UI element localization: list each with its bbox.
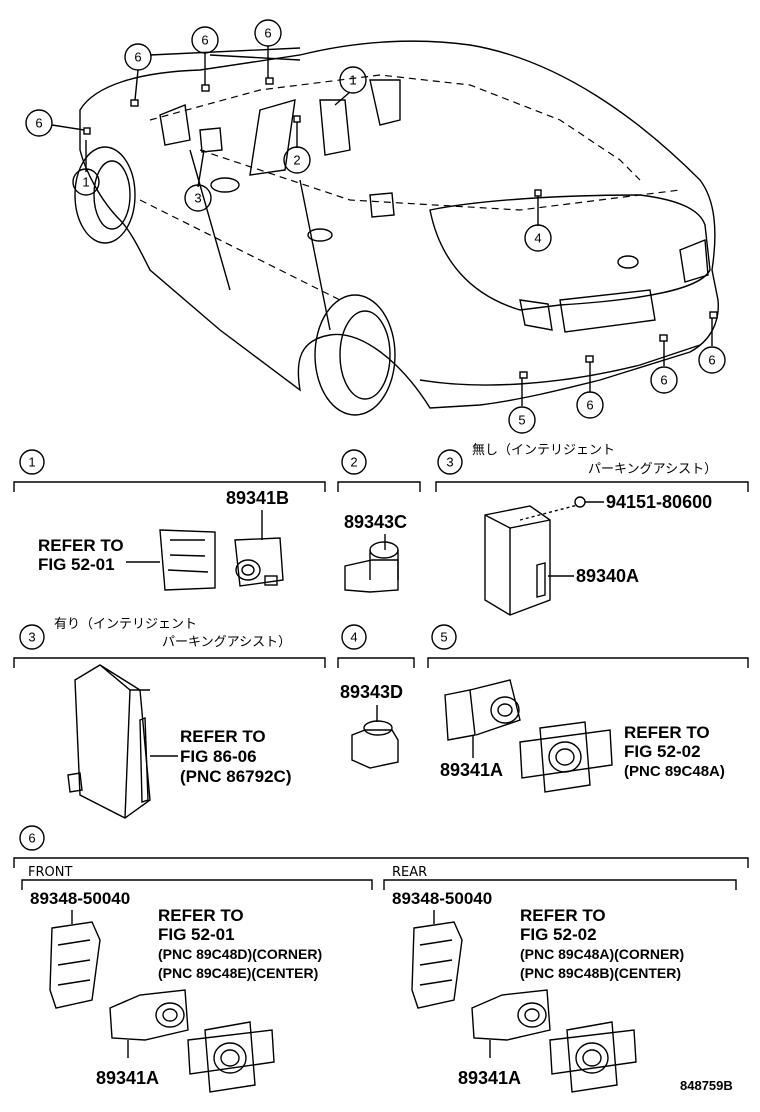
section-3b-number: 3 bbox=[28, 630, 35, 645]
section-5-number: 5 bbox=[440, 630, 447, 645]
s6-rear-refer-line4: (PNC 89C48B)(CENTER) bbox=[520, 965, 681, 981]
s6-front-refer-line4: (PNC 89C48E)(CENTER) bbox=[158, 965, 318, 981]
callout-circle bbox=[124, 43, 152, 71]
car-callouts: 6 6 6 6 1 1 2 3 4 6 6 6 5 6 bbox=[25, 19, 726, 434]
callout-6: 6 bbox=[586, 398, 593, 413]
s3b-jp-line2: パーキングアシスト） bbox=[162, 635, 291, 650]
s3a-jp-line2: パーキングアシスト） bbox=[588, 462, 717, 477]
callout-5: 5 bbox=[518, 413, 525, 428]
s3b-refer-line2: FIG 86-06 bbox=[180, 747, 257, 766]
callout-6: 6 bbox=[35, 116, 42, 131]
car-illustration bbox=[51, 40, 719, 416]
s2-part-number: 89343C bbox=[344, 512, 407, 532]
s3b-refer-line1: REFER TO bbox=[180, 727, 266, 746]
section-3a: 3 無し（インテリジェント パーキングアシスト） 94151-80600 893… bbox=[435, 443, 749, 616]
s6-front-refer-line1: REFER TO bbox=[158, 906, 244, 925]
callout-1: 1 bbox=[349, 73, 356, 88]
section-6: 6 FRONT 89348-50040 89341A REFER TO FIG … bbox=[13, 825, 749, 1093]
s6-rear-refer-line2: FIG 52-02 bbox=[520, 925, 597, 944]
callout-6: 6 bbox=[660, 373, 667, 388]
callout-6: 6 bbox=[708, 353, 715, 368]
callout-6: 6 bbox=[134, 50, 141, 65]
s6-rear-part-top: 89348-50040 bbox=[392, 889, 492, 908]
callout-6: 6 bbox=[264, 26, 271, 41]
section-5: 5 89341A REFER TO FIG 52-02 (PNC 89C48A) bbox=[427, 624, 749, 793]
s1-refer-line2: FIG 52-01 bbox=[38, 555, 115, 574]
section-1: 1 REFER TO FIG 52-01 89341B bbox=[13, 449, 326, 591]
s3a-part-number: 89340A bbox=[576, 566, 639, 586]
s1-part-number: 89341B bbox=[226, 488, 289, 508]
section-3a-number: 3 bbox=[446, 455, 453, 470]
s6-front-part-top: 89348-50040 bbox=[30, 889, 130, 908]
section-2: 2 89343C bbox=[337, 449, 421, 593]
s5-refer-line1: REFER TO bbox=[624, 723, 710, 742]
s5-refer-line2: FIG 52-02 bbox=[624, 742, 701, 761]
section-3b: 3 有り（インテリジェント パーキングアシスト） REFER TO FIG 86… bbox=[13, 617, 326, 819]
section-4: 4 89343D bbox=[337, 624, 415, 769]
s6-front-part-bottom: 89341A bbox=[96, 1068, 159, 1088]
s4-part-number: 89343D bbox=[340, 682, 403, 702]
section-1-number: 1 bbox=[28, 455, 35, 470]
callout-3: 3 bbox=[194, 191, 201, 206]
callout-6: 6 bbox=[201, 33, 208, 48]
s6-rear-refer-line1: REFER TO bbox=[520, 906, 606, 925]
callout-4: 4 bbox=[534, 231, 541, 246]
s3a-bolt-part: 94151-80600 bbox=[606, 492, 712, 512]
s3b-jp-line1: 有り（インテリジェント bbox=[54, 617, 197, 632]
section-6-number: 6 bbox=[28, 831, 35, 846]
section-4-number: 4 bbox=[350, 630, 357, 645]
callout-1: 1 bbox=[82, 175, 89, 190]
s6-rear-label: REAR bbox=[392, 865, 427, 880]
s6-front-refer-line2: FIG 52-01 bbox=[158, 925, 235, 944]
s3b-refer-line3: (PNC 86792C) bbox=[180, 767, 292, 786]
callout-2: 2 bbox=[293, 153, 300, 168]
s6-front-label: FRONT bbox=[28, 865, 72, 880]
section-2-number: 2 bbox=[350, 455, 357, 470]
s5-part-number: 89341A bbox=[440, 760, 503, 780]
s6-rear-part-bottom: 89341A bbox=[458, 1068, 521, 1088]
diagram-id: 848759B bbox=[680, 1078, 733, 1093]
s3a-jp-line1: 無し（インテリジェント bbox=[472, 443, 615, 458]
s6-rear-refer-line3: (PNC 89C48A)(CORNER) bbox=[520, 946, 684, 962]
s1-refer-line1: REFER TO bbox=[38, 536, 124, 555]
s5-refer-line3: (PNC 89C48A) bbox=[624, 763, 725, 780]
s6-front-refer-line3: (PNC 89C48D)(CORNER) bbox=[158, 946, 322, 962]
